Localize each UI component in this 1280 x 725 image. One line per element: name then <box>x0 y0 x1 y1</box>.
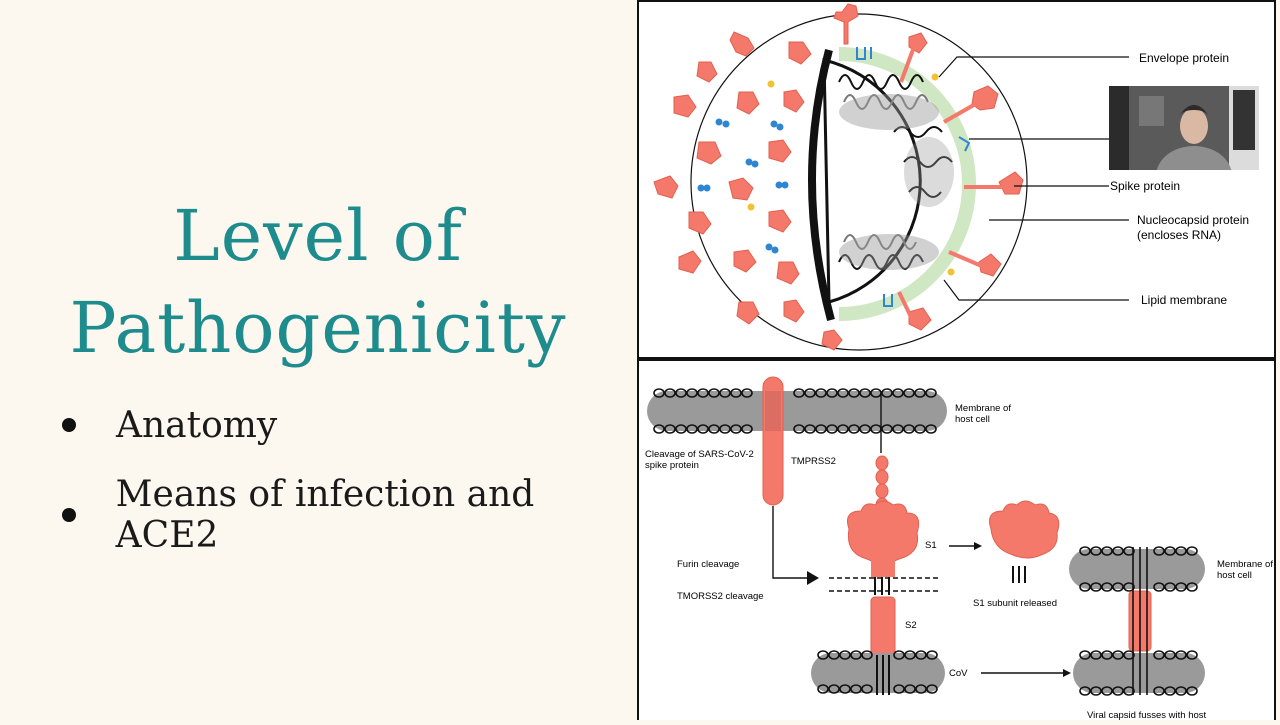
label-furin: Furin cleavage <box>677 559 739 570</box>
coil-shadow <box>839 234 939 270</box>
spike-proteins <box>653 3 1024 351</box>
label-cov: CoV <box>949 668 968 679</box>
panel-divider <box>637 357 1276 363</box>
label-s2: S2 <box>905 620 917 631</box>
slide-title: Level of Pathogenicity <box>0 190 636 374</box>
bullet-list: Anatomy Means of infection and ACE2 <box>60 400 636 580</box>
s2-subunit <box>870 596 896 656</box>
title-line-1: Level of <box>173 195 463 277</box>
label-membrane-host-2: host cell <box>955 414 990 425</box>
label-cleavage-1: Cleavage of SARS-CoV-2 <box>645 449 754 460</box>
label-membrane-host-1: Membrane of <box>955 403 1011 414</box>
virus-anatomy-diagram: Envelope protein Spike protein Nucleocap… <box>653 3 1249 351</box>
coil-shadow <box>839 94 939 130</box>
label-nucleocapsid-1: Nucleocapsid protein <box>1137 213 1249 227</box>
bullet-dot-icon <box>62 508 76 522</box>
label-s1-released: S1 subunit released <box>973 598 1057 609</box>
label-membrane-right-1: Membrane of <box>1217 559 1273 570</box>
s1-spike-head <box>847 500 920 564</box>
fused-cov-membrane <box>1073 653 1205 693</box>
envelope-proteins <box>697 47 971 307</box>
lipid-layer <box>838 47 976 321</box>
label-envelope-protein: Envelope protein <box>1139 51 1229 65</box>
label-leaders <box>938 56 1129 301</box>
label-fusion: Viral capsid fusses with host <box>1087 710 1207 720</box>
slide-left-panel: Level of Pathogenicity Anatomy Means of … <box>0 0 636 720</box>
tmprss2-arrow <box>772 506 807 579</box>
label-spike-protein: Spike protein <box>1110 179 1180 193</box>
host-membrane-top <box>647 391 947 431</box>
bullet-text: Means of infection and ACE2 <box>115 474 535 556</box>
spike-stalks <box>897 46 1004 318</box>
nucleocapsid-coils <box>838 74 953 270</box>
presenter-video-icon <box>1109 86 1259 170</box>
label-nucleocapsid-2: (encloses RNA) <box>1137 228 1221 242</box>
cutaway-interior <box>822 58 922 304</box>
outer-membrane <box>690 13 1028 351</box>
infection-mechanism-diagram: Membrane of host cell Cleavage of SARS-C… <box>645 376 1273 721</box>
virus-anatomy-panel: Envelope protein Spike protein Nucleocap… <box>637 0 1276 359</box>
label-cleavage-2: spike protein <box>645 460 699 471</box>
bullet-item: Means of infection and ACE2 <box>60 474 636 556</box>
bullet-text: Anatomy <box>116 404 278 446</box>
label-membrane-right-2: host cell <box>1217 570 1252 581</box>
label-tmprss2: TMPRSS2 <box>791 456 836 467</box>
title-line-2: Pathogenicity <box>69 287 567 369</box>
s1-released-head <box>989 500 1060 559</box>
presenter-webcam <box>1109 86 1259 170</box>
bullet-dot-icon <box>62 418 76 432</box>
label-tmorss2: TMORSS2 cleavage <box>677 591 764 602</box>
cleavage-lines <box>829 577 939 592</box>
fused-host-membrane <box>1069 549 1205 589</box>
bullet-item: Anatomy <box>60 400 636 450</box>
label-s1: S1 <box>925 540 937 551</box>
cut-edge <box>808 48 835 322</box>
coil-shadow <box>904 137 954 207</box>
label-lipid-membrane: Lipid membrane <box>1141 293 1227 307</box>
infection-mechanism-panel: Membrane of host cell Cleavage of SARS-C… <box>637 361 1276 721</box>
